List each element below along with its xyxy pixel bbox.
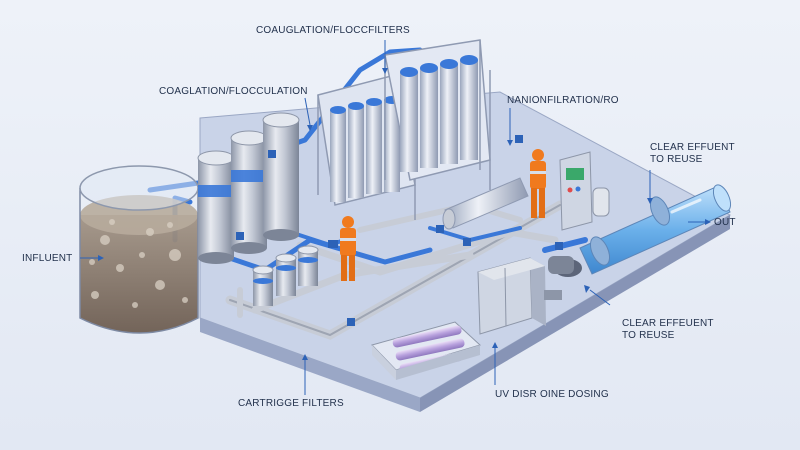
influent-tank [79,165,199,334]
platform-side-right [420,215,730,412]
dosing-cabinet [477,257,546,335]
membrane-rack-right [384,39,491,190]
valves [236,135,563,326]
label-clear-effluent-top-line1: CLEAR EFFUENT [650,142,735,153]
label-cartridge-filters: CARTRIGGE FILTERS [238,398,344,409]
label-clear-effluent-bottom-line1: CLEAR EFFEUENT [622,318,714,329]
label-influent: INFLUENT [22,253,73,264]
uv-reactor [371,321,481,380]
coagulation-tanks [197,112,300,264]
label-clear-effluent-top-line2: TO REUSE [650,154,703,165]
cartridge-filters-group [252,245,319,306]
membrane-rack-left [317,74,416,220]
worker-left [328,216,356,281]
worker-right [530,149,546,218]
label-coagulation-flocculation: COAGLATION/FLOCCULATION [159,86,308,97]
label-clear-effluent-bottom-line2: TO REUSE [622,330,675,341]
platform-side-left [200,318,420,412]
leader-lines [80,40,705,395]
leader-arrows [98,68,711,360]
label-out: OUT [714,217,736,228]
ro-vessel [442,177,529,230]
transfer-pump [544,256,582,300]
label-nanofiltration-ro: NANIONFILRATION/RO [507,95,619,106]
label-clear-effluent-bottom: CLEAR EFFEUENT TO REUSE [622,318,714,342]
label-clear-effluent-top: CLEAR EFFUENT TO REUSE [650,142,735,166]
label-uv-dosing: UV DISR OINE DOSING [495,389,609,400]
clear-effluent-pipe [579,184,732,275]
control-panel [559,151,610,231]
label-coagulation-filters: COAUGLATION/FLOCCFILTERS [256,25,410,36]
